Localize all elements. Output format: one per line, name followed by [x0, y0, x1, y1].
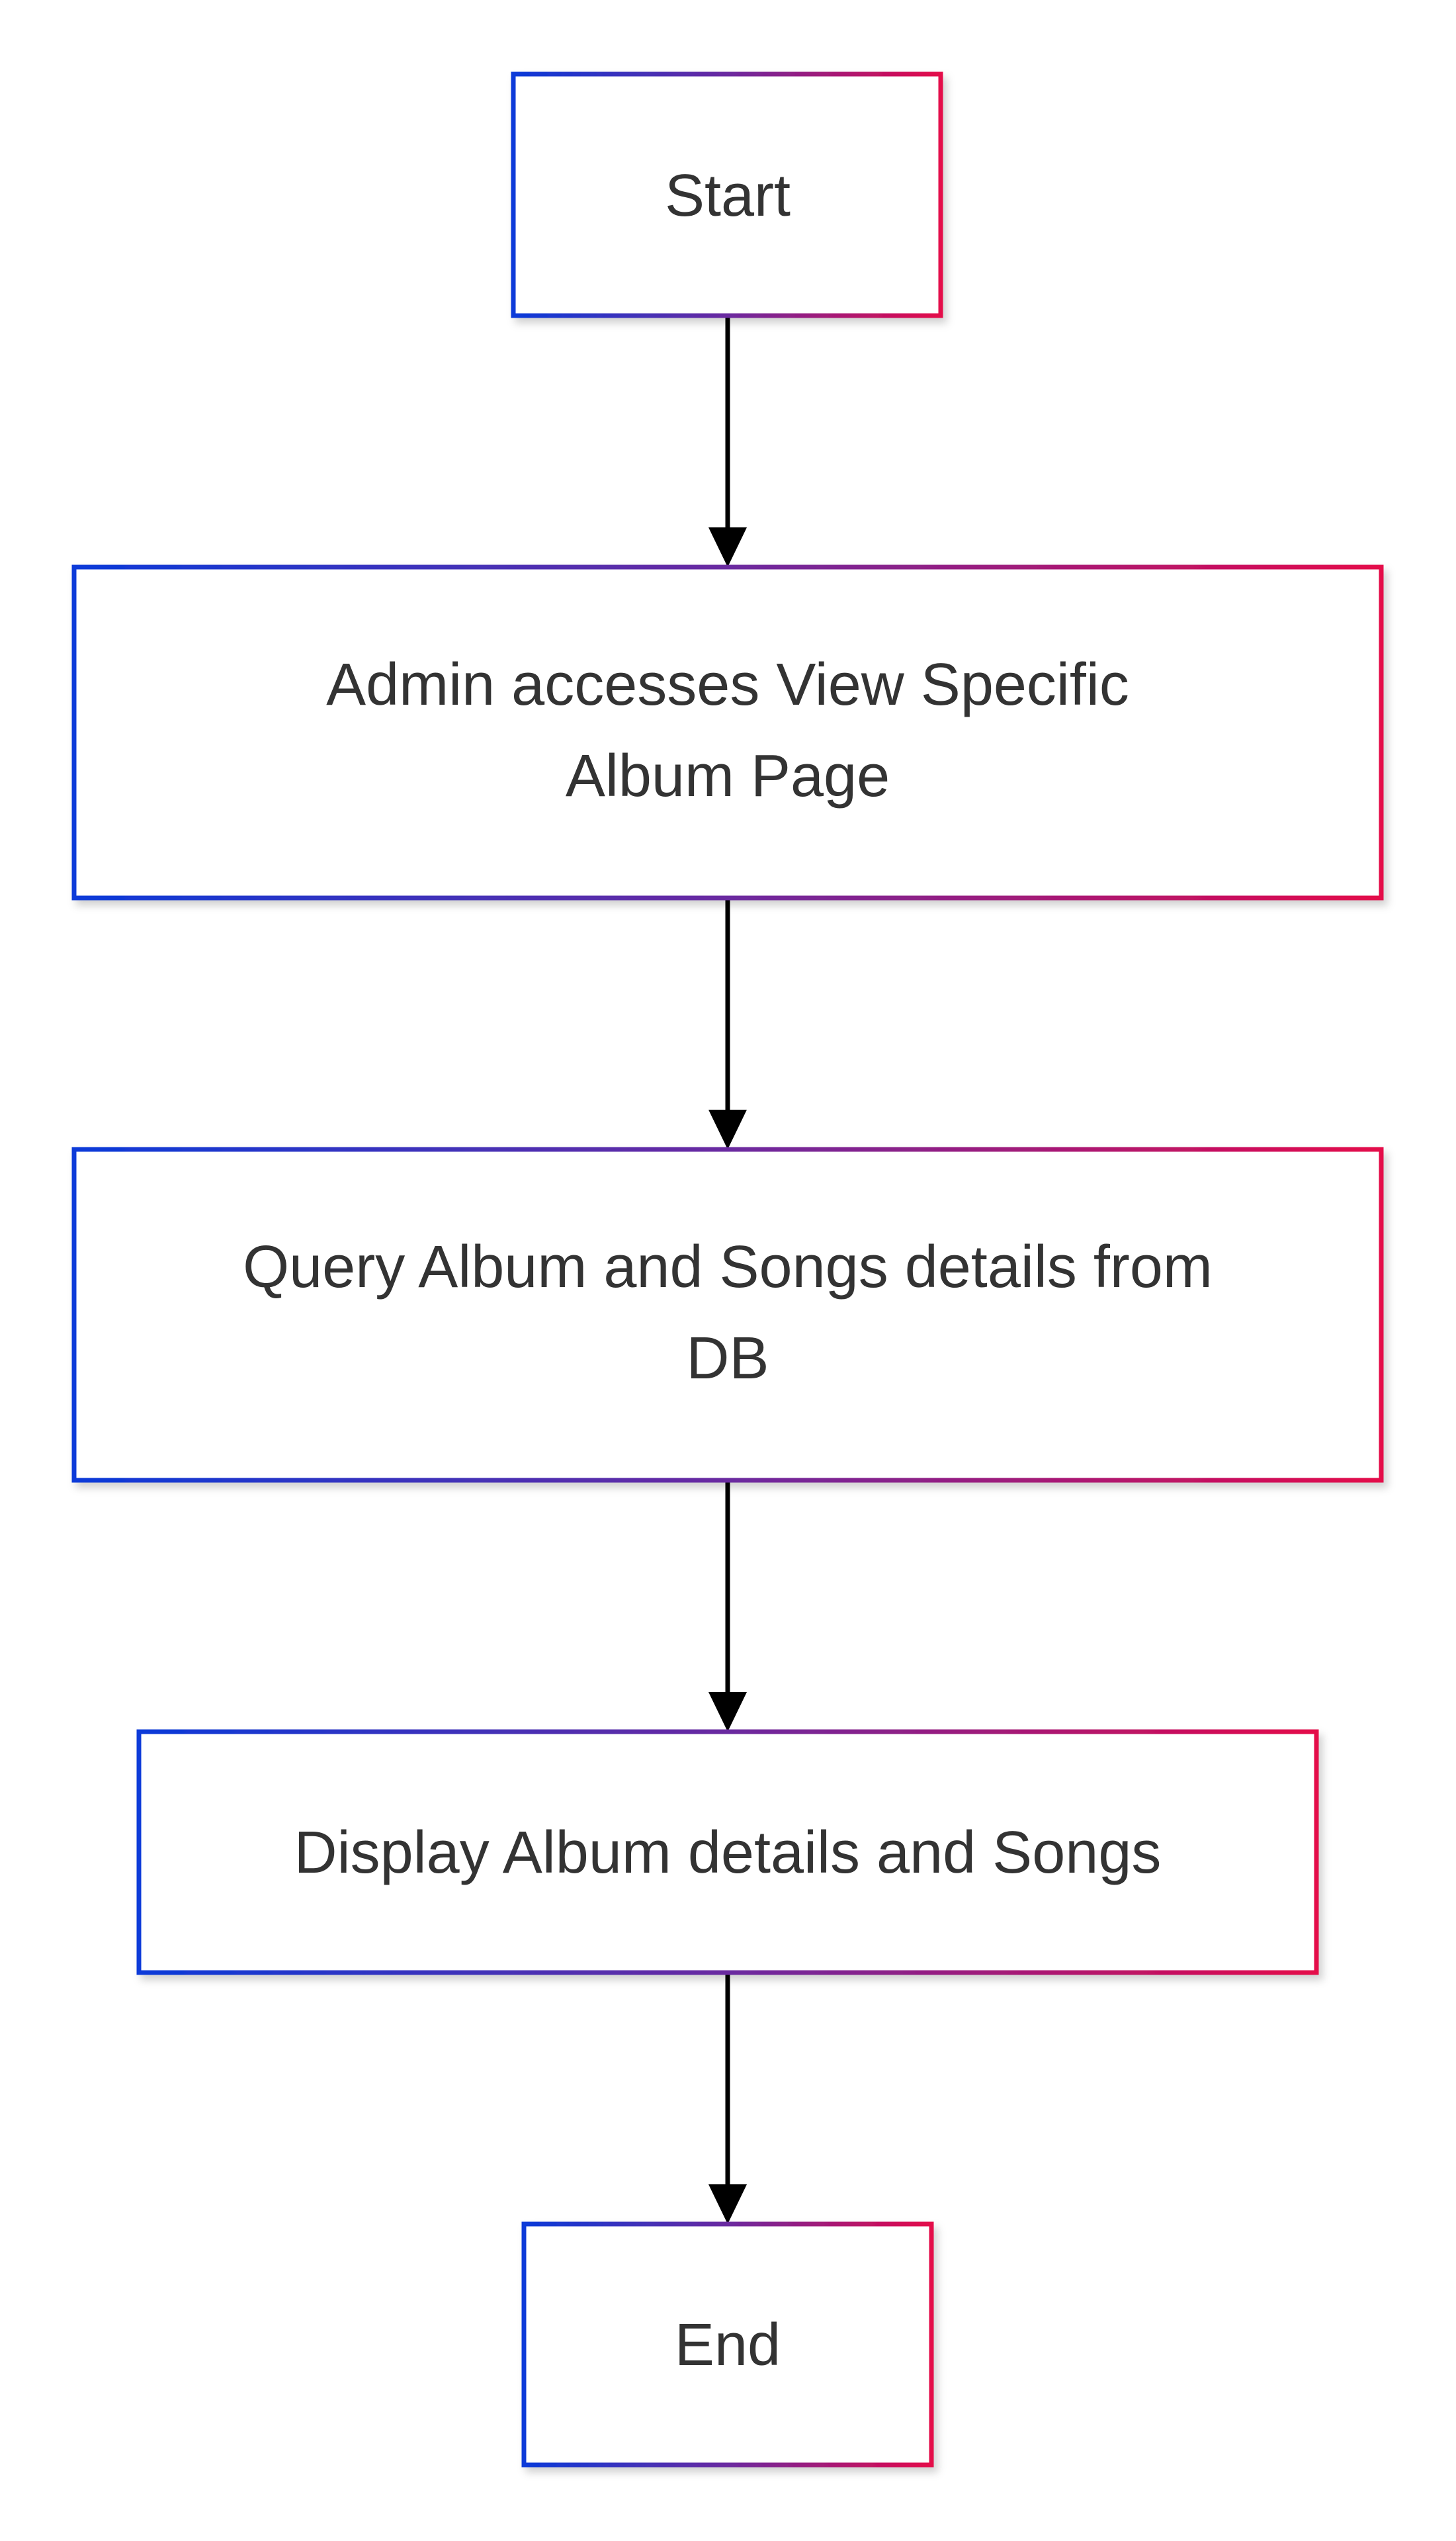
- node-end[interactable]: End: [521, 2221, 934, 2468]
- arrow-head-icon: [708, 2184, 747, 2224]
- node-label: Admin accesses View Specific: [326, 652, 1129, 718]
- node-access[interactable]: Admin accesses View Specific Album Page: [71, 564, 1384, 901]
- arrow-head-icon: [708, 1110, 747, 1149]
- arrow-head-icon: [708, 1692, 747, 1732]
- node-display[interactable]: Display Album details and Songs: [136, 1729, 1319, 1975]
- edge-start-to-access: [708, 316, 747, 567]
- node-box: [71, 1147, 1384, 1483]
- edges: [708, 316, 747, 2224]
- node-box: [521, 2221, 934, 2468]
- node-label: DB: [686, 1325, 769, 1392]
- node-label: Start: [665, 163, 791, 229]
- edge-display-to-end: [708, 1973, 747, 2224]
- edge-query-to-display: [708, 1480, 747, 1732]
- nodes: Start Admin accesses View Specific Album…: [71, 71, 1384, 2468]
- node-start[interactable]: Start: [511, 71, 943, 318]
- node-label: Display Album details and Songs: [294, 1820, 1162, 1886]
- node-box: [511, 71, 943, 318]
- node-box: [136, 1729, 1319, 1975]
- arrow-head-icon: [708, 527, 747, 567]
- node-query[interactable]: Query Album and Songs details from DB: [71, 1147, 1384, 1483]
- node-label: End: [675, 2312, 781, 2378]
- node-label: Album Page: [566, 743, 890, 809]
- node-box: [71, 564, 1384, 901]
- node-label: Query Album and Songs details from: [243, 1234, 1213, 1300]
- edge-access-to-query: [708, 898, 747, 1149]
